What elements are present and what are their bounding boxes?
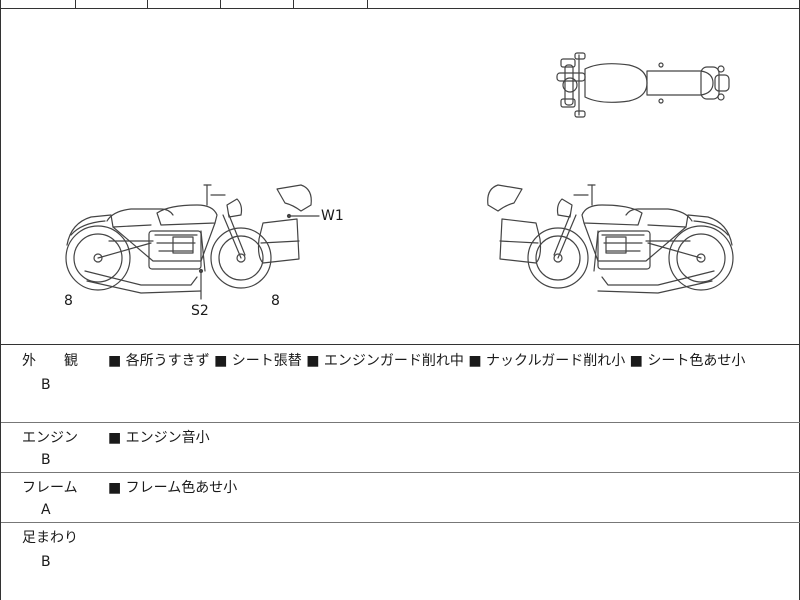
inspection-row-frame: フレーム A ■ フレーム色あせ小	[1, 473, 800, 523]
category-label: エンジン	[22, 430, 78, 446]
damage-marker-w1: W1	[321, 208, 344, 224]
motorcycle-top-view	[556, 52, 730, 118]
grade-value: B	[41, 452, 51, 468]
damage-marker-rear-wheel: 8	[64, 293, 73, 309]
table-divider	[220, 0, 221, 9]
table-divider	[367, 0, 368, 9]
motorcycle-diagram	[65, 52, 734, 300]
notes-text: ■ エンジン音小	[108, 430, 210, 446]
category-label: フレーム	[22, 480, 78, 496]
category-label: 外 観	[22, 353, 78, 369]
table-divider	[75, 0, 76, 9]
table-divider	[147, 0, 148, 9]
grade-value: B	[41, 377, 51, 393]
category-label: 足まわり	[22, 530, 78, 546]
motorcycle-left-view	[65, 184, 320, 300]
top-table-strip	[1, 0, 800, 9]
damage-marker-s2: S2	[191, 303, 209, 319]
inspection-row-exterior: 外 観 B ■ 各所うすきず ■ シート張替 ■ エンジンガード削れ中 ■ ナッ…	[1, 346, 800, 423]
notes-text: ■ フレーム色あせ小	[108, 480, 238, 496]
damage-diagram: W1 S2 8 8	[1, 9, 800, 345]
table-divider	[293, 0, 294, 9]
damage-marker-front-wheel: 8	[271, 293, 280, 309]
inspection-row-engine: エンジン B ■ エンジン音小	[1, 423, 800, 473]
inspection-row-suspension: 足まわり B	[1, 523, 800, 600]
grade-value: A	[41, 502, 51, 518]
motorcycle-right-view	[487, 184, 734, 294]
grade-value: B	[41, 554, 51, 570]
notes-text: ■ 各所うすきず ■ シート張替 ■ エンジンガード削れ中 ■ ナックルガード削…	[108, 353, 746, 369]
